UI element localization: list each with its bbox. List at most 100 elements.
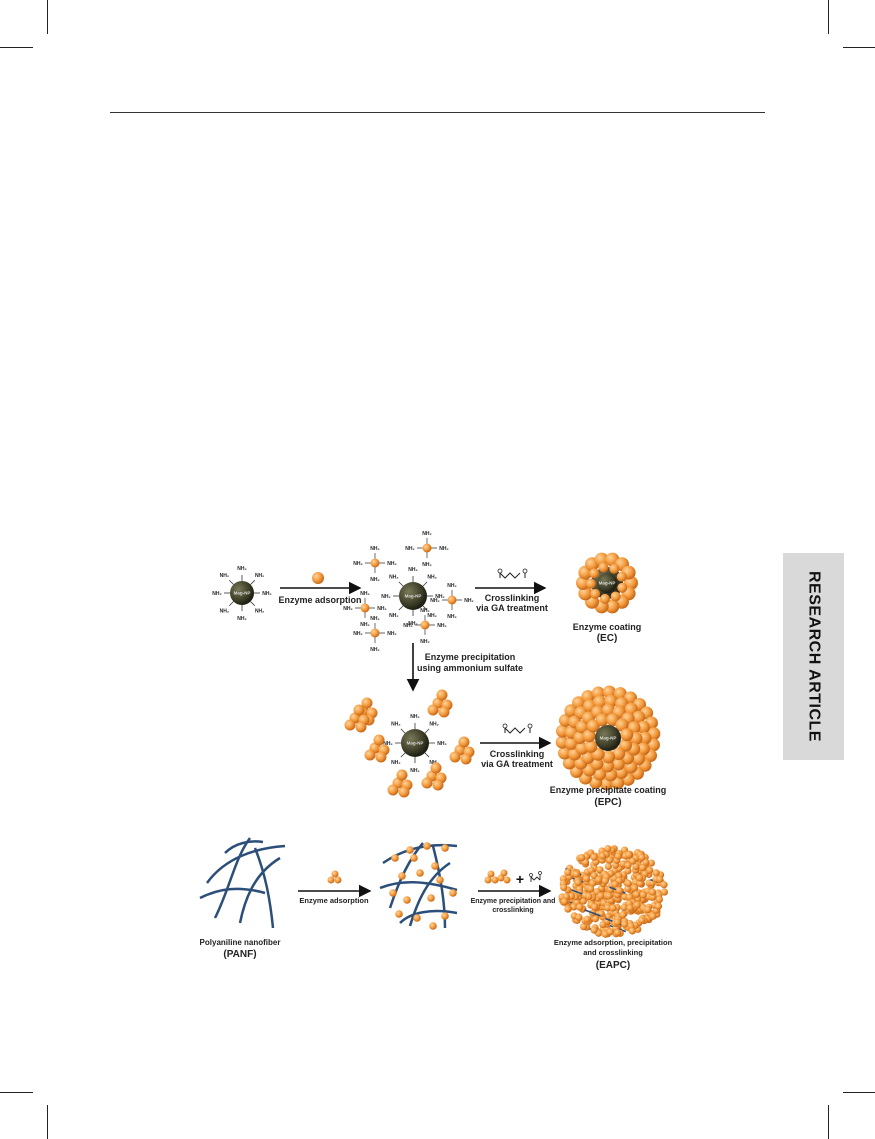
amine-label: NH₂ bbox=[447, 583, 456, 589]
enzyme bbox=[626, 893, 634, 901]
enzyme bbox=[597, 892, 605, 900]
amine-label: NH₂ bbox=[405, 546, 414, 552]
enzyme bbox=[605, 599, 620, 614]
enzyme bbox=[582, 729, 596, 743]
amine-label: NH₂ bbox=[410, 714, 419, 720]
enzyme bbox=[460, 753, 472, 765]
crop-mark-bottom-right-v bbox=[828, 1105, 829, 1139]
arrow-label-precipitation-bottom-1: Enzyme precipitation and bbox=[471, 898, 556, 905]
amine-label: NH₂ bbox=[391, 722, 400, 728]
amine-label: NH₂ bbox=[237, 566, 246, 572]
enzyme bbox=[633, 901, 641, 909]
enzyme bbox=[624, 576, 638, 590]
enzyme bbox=[422, 543, 432, 553]
amine-label: NH₂ bbox=[403, 623, 412, 629]
enzyme bbox=[595, 713, 609, 727]
product-label-epc-1: Enzyme precipitate coating bbox=[550, 785, 667, 795]
amine-label: NH₂ bbox=[427, 613, 436, 619]
enzyme bbox=[398, 872, 406, 880]
crop-mark-bottom-right-h bbox=[843, 1092, 875, 1093]
enzyme bbox=[370, 558, 380, 568]
amine-label: NH₂ bbox=[387, 561, 396, 567]
enzyme bbox=[416, 869, 424, 877]
enzyme bbox=[586, 578, 597, 589]
enzyme bbox=[616, 571, 627, 582]
glutaraldehyde-icon bbox=[504, 727, 531, 734]
enzyme bbox=[638, 853, 646, 862]
amine-label: NH₂ bbox=[377, 606, 386, 612]
amine-label: NH₂ bbox=[255, 573, 264, 579]
enzyme bbox=[429, 922, 437, 930]
amine-label: NH₂ bbox=[429, 722, 438, 728]
enzyme bbox=[606, 856, 614, 864]
enzyme bbox=[583, 915, 591, 923]
enzyme bbox=[441, 912, 449, 920]
enzyme bbox=[632, 862, 640, 871]
amine-label: NH₂ bbox=[389, 575, 398, 581]
enzyme bbox=[370, 628, 380, 638]
enzyme bbox=[578, 586, 593, 601]
enzyme bbox=[360, 603, 370, 613]
enzyme bbox=[375, 751, 387, 763]
glutaraldehyde-icon bbox=[499, 572, 526, 579]
enzyme bbox=[361, 697, 373, 709]
amine-label: NH₂ bbox=[430, 598, 439, 604]
amine-label: NH₂ bbox=[353, 561, 362, 567]
enzyme bbox=[564, 905, 572, 913]
enzyme bbox=[626, 904, 634, 912]
enzyme bbox=[624, 879, 632, 887]
amine-label: NH₂ bbox=[360, 622, 369, 628]
crop-mark-top-left-v bbox=[47, 0, 48, 34]
enzyme bbox=[353, 704, 365, 716]
enzyme bbox=[646, 866, 654, 874]
enzyme bbox=[598, 852, 607, 860]
crop-mark-top-right-h bbox=[843, 47, 875, 48]
enzyme bbox=[624, 861, 632, 870]
enzyme bbox=[560, 883, 568, 892]
enzyme bbox=[572, 870, 580, 878]
amine-label: NH₂ bbox=[370, 647, 379, 653]
enzyme bbox=[636, 742, 650, 756]
amine-label: NH₂ bbox=[370, 546, 379, 552]
enzyme bbox=[620, 728, 634, 742]
enzyme bbox=[410, 854, 418, 862]
enzyme bbox=[612, 747, 626, 761]
nanofiber-with-adsorbed-enzymes bbox=[379, 842, 458, 930]
particle-label: Mag-NP bbox=[407, 741, 424, 746]
enzyme bbox=[639, 864, 647, 872]
enzyme bbox=[617, 582, 628, 593]
enzyme bbox=[609, 563, 620, 574]
enzyme bbox=[631, 884, 639, 892]
enzyme bbox=[590, 926, 598, 934]
enzyme bbox=[575, 913, 583, 921]
enzyme bbox=[420, 620, 430, 630]
amine-label: NH₂ bbox=[435, 594, 444, 600]
enzyme bbox=[599, 920, 607, 929]
product-label-ec-1: Enzyme coating bbox=[573, 622, 642, 632]
amine-label: NH₂ bbox=[389, 613, 398, 619]
amine-label: NH₂ bbox=[427, 575, 436, 581]
enzyme bbox=[610, 591, 621, 602]
eapc-aggregate bbox=[558, 845, 669, 938]
enzyme bbox=[647, 859, 655, 867]
particle-label: Mag-NP bbox=[599, 581, 616, 586]
enzyme-coating-particle: Mag-NPMag-NP bbox=[576, 552, 638, 614]
amine-label: NH₂ bbox=[422, 562, 431, 568]
amine-label: NH₂ bbox=[391, 760, 400, 766]
enzyme bbox=[576, 903, 584, 911]
section-tab-label: RESEARCH ARTICLE bbox=[805, 571, 823, 742]
enzyme bbox=[655, 895, 663, 904]
arrow-label-precipitation-1: Enzyme precipitation bbox=[425, 652, 516, 662]
enzyme-cluster-icon bbox=[484, 869, 511, 884]
label-panf-2: (PANF) bbox=[223, 949, 256, 960]
product-label-eapc-3: (EAPC) bbox=[596, 960, 630, 971]
amine-label: NH₂ bbox=[220, 608, 229, 614]
enzyme bbox=[447, 595, 457, 605]
enzyme bbox=[615, 718, 629, 732]
enzyme bbox=[599, 593, 610, 604]
enzyme bbox=[624, 867, 632, 875]
enzyme bbox=[558, 746, 572, 760]
enzyme bbox=[584, 739, 598, 753]
